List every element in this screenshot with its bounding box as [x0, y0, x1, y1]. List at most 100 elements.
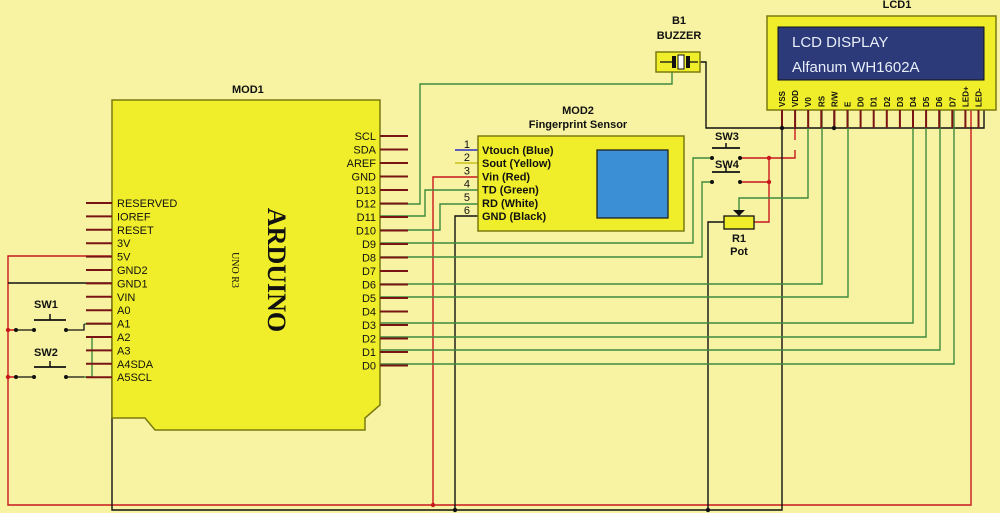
sensor-pin-label-2: Sout (Yellow) — [482, 158, 551, 170]
arduino-pin-label-a4sda: A4SDA — [117, 359, 154, 371]
junction-gnd-sensor — [452, 507, 458, 513]
lcd-pin-label-d4: D4 — [909, 96, 918, 107]
switch-sw4: SW4 — [710, 159, 772, 185]
lcd-ref: LCD1 — [883, 0, 912, 11]
sw4-contact-left — [710, 180, 714, 184]
arduino-module: MOD1 ARDUINO UNO R3 RESERVEDIOREFRESET3V… — [86, 84, 408, 431]
wire-gnd-buzzer — [700, 61, 782, 129]
lcd-pin-label-d5: D5 — [922, 96, 931, 107]
sensor-pin-label-6: GND (Black) — [482, 211, 547, 223]
junction-5v-sensor — [430, 502, 436, 508]
sw3-label: SW3 — [715, 131, 739, 143]
switch-sw1: SW1 — [14, 299, 85, 332]
wire-d6-e — [380, 110, 849, 298]
arduino-pin-label-a0: A0 — [117, 305, 130, 317]
sw1-contact-left — [32, 328, 36, 332]
wire-5v-to-pot — [754, 158, 770, 223]
arduino-pin-label-a1: A1 — [117, 319, 130, 331]
pot-body — [723, 215, 755, 230]
arduino-pin-label-5v: 5V — [117, 252, 131, 264]
wire-d7-rs — [380, 110, 823, 285]
junction-gnd-pot — [705, 507, 711, 513]
lcd-line-2: Alfanum WH1602A — [792, 59, 920, 76]
arduino-pin-label-d1: D1 — [362, 347, 376, 359]
sensor-pin-label-1: Vtouch (Blue) — [482, 145, 554, 157]
potentiometer: R1 Pot — [723, 210, 755, 258]
wire-gnd-led — [834, 110, 985, 129]
buzzer-plate-right — [686, 56, 690, 68]
switch-sw2: SW2 — [14, 347, 84, 379]
arduino-left-pins: RESERVEDIOREFRESET3V5VGND2GND1VINA0A1A2A… — [86, 198, 177, 384]
arduino-pin-label-a5scl: A5SCL — [117, 372, 152, 384]
buzzer-plate-left — [672, 56, 676, 68]
lcd-pin-label-d0: D0 — [857, 96, 866, 107]
arduino-pin-label-d12: D12 — [356, 199, 376, 211]
sw1-lead-right — [66, 324, 85, 331]
wire-d1-d7 — [380, 110, 955, 365]
wire-d2-d6 — [380, 110, 941, 351]
sensor-pin-number-1: 1 — [464, 139, 470, 151]
sw2-node-left — [14, 375, 18, 379]
arduino-brand-label: ARDUINO — [262, 208, 291, 332]
arduino-pin-label-d4: D4 — [362, 307, 376, 319]
sensor-pin-number-6: 6 — [464, 205, 470, 217]
junction-gnd-rw — [831, 125, 837, 131]
lcd-pin-label-d1: D1 — [870, 96, 879, 107]
sensor-pin-label-4: TD (Green) — [482, 185, 539, 197]
wire-a1-sw2 — [84, 336, 112, 378]
pot-ref: R1 — [732, 233, 746, 245]
lcd-screen — [777, 26, 985, 81]
sw3-contact-left — [710, 156, 714, 160]
wire-5v-to-sensor-vin — [432, 176, 478, 505]
pot-name: Pot — [730, 246, 748, 258]
arduino-pin-label-d9: D9 — [362, 239, 376, 251]
arduino-pin-label-3v: 3V — [117, 238, 131, 250]
sensor-pin-label-3: Vin (Red) — [482, 171, 530, 183]
arduino-pin-label-gnd: GND — [352, 172, 377, 184]
wire-d8-sw4 — [380, 181, 712, 258]
sensor-window — [596, 149, 669, 219]
lcd-pin-label-r-w: R/W — [830, 91, 839, 107]
mod1-ref: MOD1 — [232, 84, 264, 96]
sw3-junction — [766, 155, 772, 161]
sw3-contact-right — [738, 156, 742, 160]
arduino-pin-label-d5: D5 — [362, 293, 376, 305]
lcd-pin-label-vss: VSS — [778, 90, 787, 107]
sensor-pin-number-2: 2 — [464, 152, 470, 164]
lcd-pin-label-d7: D7 — [948, 96, 957, 107]
arduino-pin-label-reserved: RESERVED — [117, 198, 177, 210]
lcd-pin-label-vdd: VDD — [791, 90, 800, 107]
arduino-model-label: UNO R3 — [229, 252, 240, 288]
lcd-pin-label-e: E — [844, 101, 853, 107]
arduino-pin-label-gnd1: GND1 — [117, 278, 148, 290]
sw4-label: SW4 — [715, 159, 740, 171]
arduino-pin-label-a2: A2 — [117, 332, 130, 344]
arduino-pin-label-d6: D6 — [362, 280, 376, 292]
arduino-pin-label-scl: SCL — [355, 131, 376, 143]
wire-d4-d4 — [380, 110, 914, 324]
arduino-pin-label-vin: VIN — [117, 292, 135, 304]
wire-pot-v0 — [738, 110, 809, 210]
wire-d10-rd — [380, 203, 478, 231]
arduino-pin-label-d8: D8 — [362, 253, 376, 265]
sensor-pin-number-5: 5 — [464, 192, 470, 204]
wire-gnd-sensor — [454, 215, 478, 510]
junction-5v-sw1 — [5, 327, 11, 333]
wire-gnd-pot — [707, 221, 724, 510]
arduino-pin-label-d7: D7 — [362, 266, 376, 278]
arduino-pin-label-d13: D13 — [356, 185, 376, 197]
mod2-ref: MOD2 — [562, 105, 594, 117]
arduino-pin-label-d3: D3 — [362, 320, 376, 332]
arduino-pin-label-gnd2: GND2 — [117, 265, 148, 277]
sensor-pin-label-5: RD (White) — [482, 198, 539, 210]
arduino-pin-label-ioref: IOREF — [117, 211, 151, 223]
buzzer-name: BUZZER — [657, 30, 702, 42]
sw1-label: SW1 — [34, 299, 58, 311]
buzzer: B1 BUZZER — [655, 15, 702, 73]
lcd-pin-label-d6: D6 — [935, 96, 944, 107]
sw1-node-left — [14, 328, 18, 332]
wire-d9-sw3 — [380, 157, 712, 244]
